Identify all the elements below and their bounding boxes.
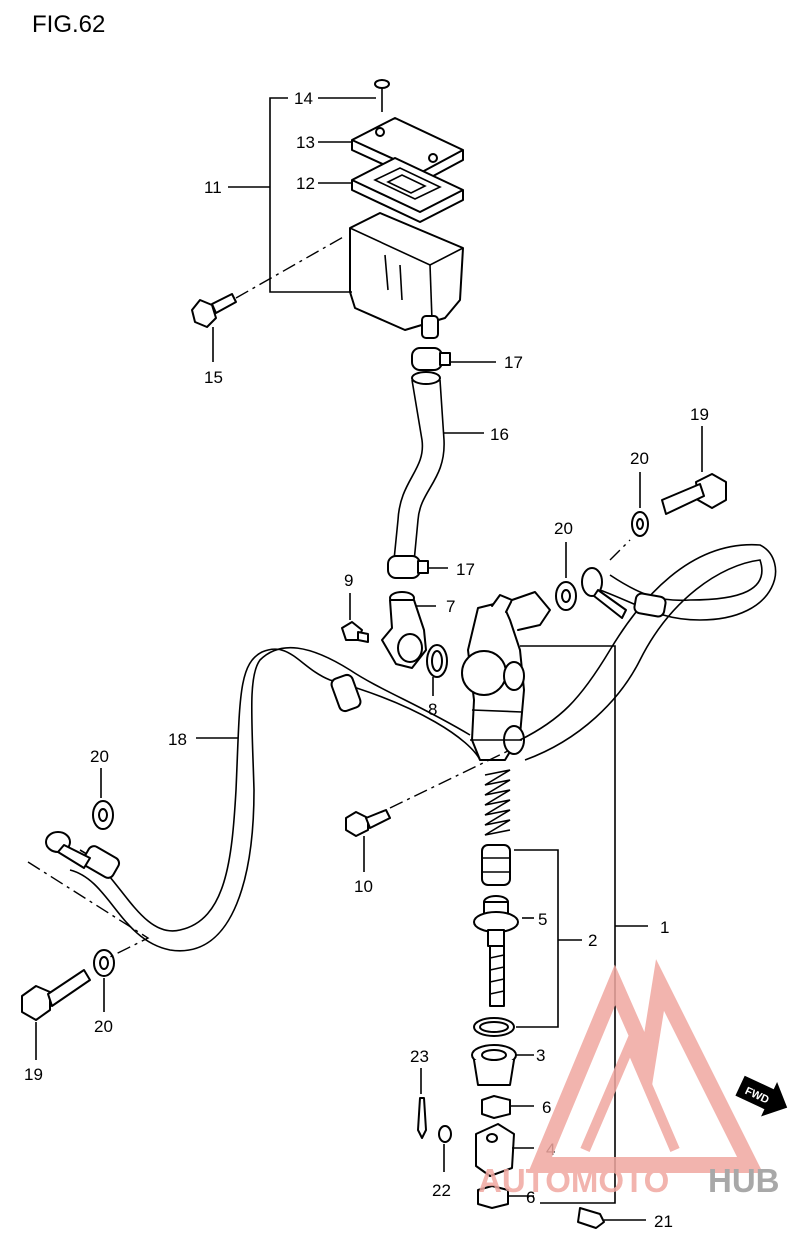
washer-part-22 bbox=[438, 1125, 452, 1172]
reservoir-diaphragm-part-12 bbox=[351, 157, 464, 223]
callout-23: 23 bbox=[410, 1047, 429, 1066]
callout-3: 3 bbox=[536, 1046, 545, 1065]
reservoir-bolt-part-15 bbox=[191, 293, 237, 362]
master-cylinder-body bbox=[461, 591, 551, 761]
callout-5: 5 bbox=[538, 910, 547, 929]
watermark-brand-part2: HUB bbox=[708, 1162, 780, 1199]
washer-part-20-a bbox=[92, 768, 114, 830]
pushrod bbox=[489, 945, 505, 1007]
nut-upper-part-6 bbox=[481, 1095, 511, 1119]
callout-14: 14 bbox=[294, 89, 313, 108]
brake-hose-part-18 bbox=[69, 544, 777, 952]
union-screw-part-9 bbox=[341, 593, 369, 643]
clevis-pin-part-21 bbox=[577, 1207, 646, 1229]
watermark-brand-part1: AUTOMOTO bbox=[478, 1162, 669, 1199]
callout-17-upper: 17 bbox=[504, 353, 523, 372]
forward-direction-arrow: FWD bbox=[735, 1075, 788, 1117]
callout-6-lower: 6 bbox=[526, 1188, 535, 1207]
o-ring-part-8 bbox=[426, 644, 448, 696]
washer-part-20-b bbox=[93, 949, 115, 1012]
banjo-fitting-lower bbox=[45, 831, 91, 869]
pushrod-boot-part-5 bbox=[473, 895, 519, 947]
callout-18: 18 bbox=[168, 730, 187, 749]
cotter-pin-part-23 bbox=[417, 1068, 427, 1139]
callout-9: 9 bbox=[344, 571, 353, 590]
callout-20-d: 20 bbox=[630, 449, 649, 468]
banjo-bolt-upper-part-19 bbox=[661, 426, 727, 515]
callout-13: 13 bbox=[296, 133, 315, 152]
reservoir-hose-part-16 bbox=[393, 371, 484, 563]
hose-clamp-lower-part-17 bbox=[387, 555, 448, 579]
nut-lower-part-6 bbox=[477, 1185, 509, 1209]
callout-22: 22 bbox=[432, 1181, 451, 1200]
watermark-logo: AUTOMOTO HUB bbox=[478, 959, 780, 1199]
callout-11: 11 bbox=[204, 178, 222, 197]
hose-clamp-upper-part-17 bbox=[411, 347, 496, 371]
bracket-part-1 bbox=[520, 645, 616, 1204]
figure-title: FIG.62 bbox=[32, 11, 105, 38]
callout-17-lower: 17 bbox=[456, 560, 475, 579]
callout-20-c: 20 bbox=[554, 519, 573, 538]
reservoir-body bbox=[349, 212, 464, 331]
piston-cup-part-2 bbox=[481, 844, 511, 886]
mounting-bolt-part-10 bbox=[345, 809, 391, 872]
reservoir-screw-part-14 bbox=[374, 79, 390, 112]
callout-20-b: 20 bbox=[94, 1017, 113, 1036]
washer-part-20-d bbox=[631, 472, 649, 537]
callout-labels: 1 2 3 4 5 6 6 7 8 9 10 11 12 13 14 15 16… bbox=[24, 89, 709, 1231]
return-spring bbox=[484, 769, 511, 836]
callout-10: 10 bbox=[354, 877, 373, 896]
callout-1: 1 bbox=[660, 918, 669, 937]
callout-2: 2 bbox=[588, 931, 597, 950]
callout-16: 16 bbox=[490, 425, 509, 444]
callout-7: 7 bbox=[446, 597, 455, 616]
reservoir-assembly bbox=[191, 79, 464, 362]
callout-21: 21 bbox=[654, 1212, 673, 1231]
banjo-bolt-lower-part-19 bbox=[21, 969, 91, 1060]
clevis-part-4 bbox=[475, 1123, 515, 1177]
washer-part-20-c bbox=[555, 542, 577, 611]
callout-8: 8 bbox=[428, 700, 437, 719]
callout-19-lower: 19 bbox=[24, 1065, 43, 1084]
hose-union-part-7 bbox=[381, 591, 436, 669]
callout-15: 15 bbox=[204, 368, 223, 387]
bushing-part-3 bbox=[471, 1044, 517, 1086]
callout-20-a: 20 bbox=[90, 747, 109, 766]
callout-12: 12 bbox=[296, 174, 315, 193]
callout-6-upper: 6 bbox=[542, 1098, 551, 1117]
circlip bbox=[473, 1017, 515, 1037]
callout-19-upper: 19 bbox=[690, 405, 709, 424]
banjo-fitting-upper bbox=[581, 567, 627, 619]
